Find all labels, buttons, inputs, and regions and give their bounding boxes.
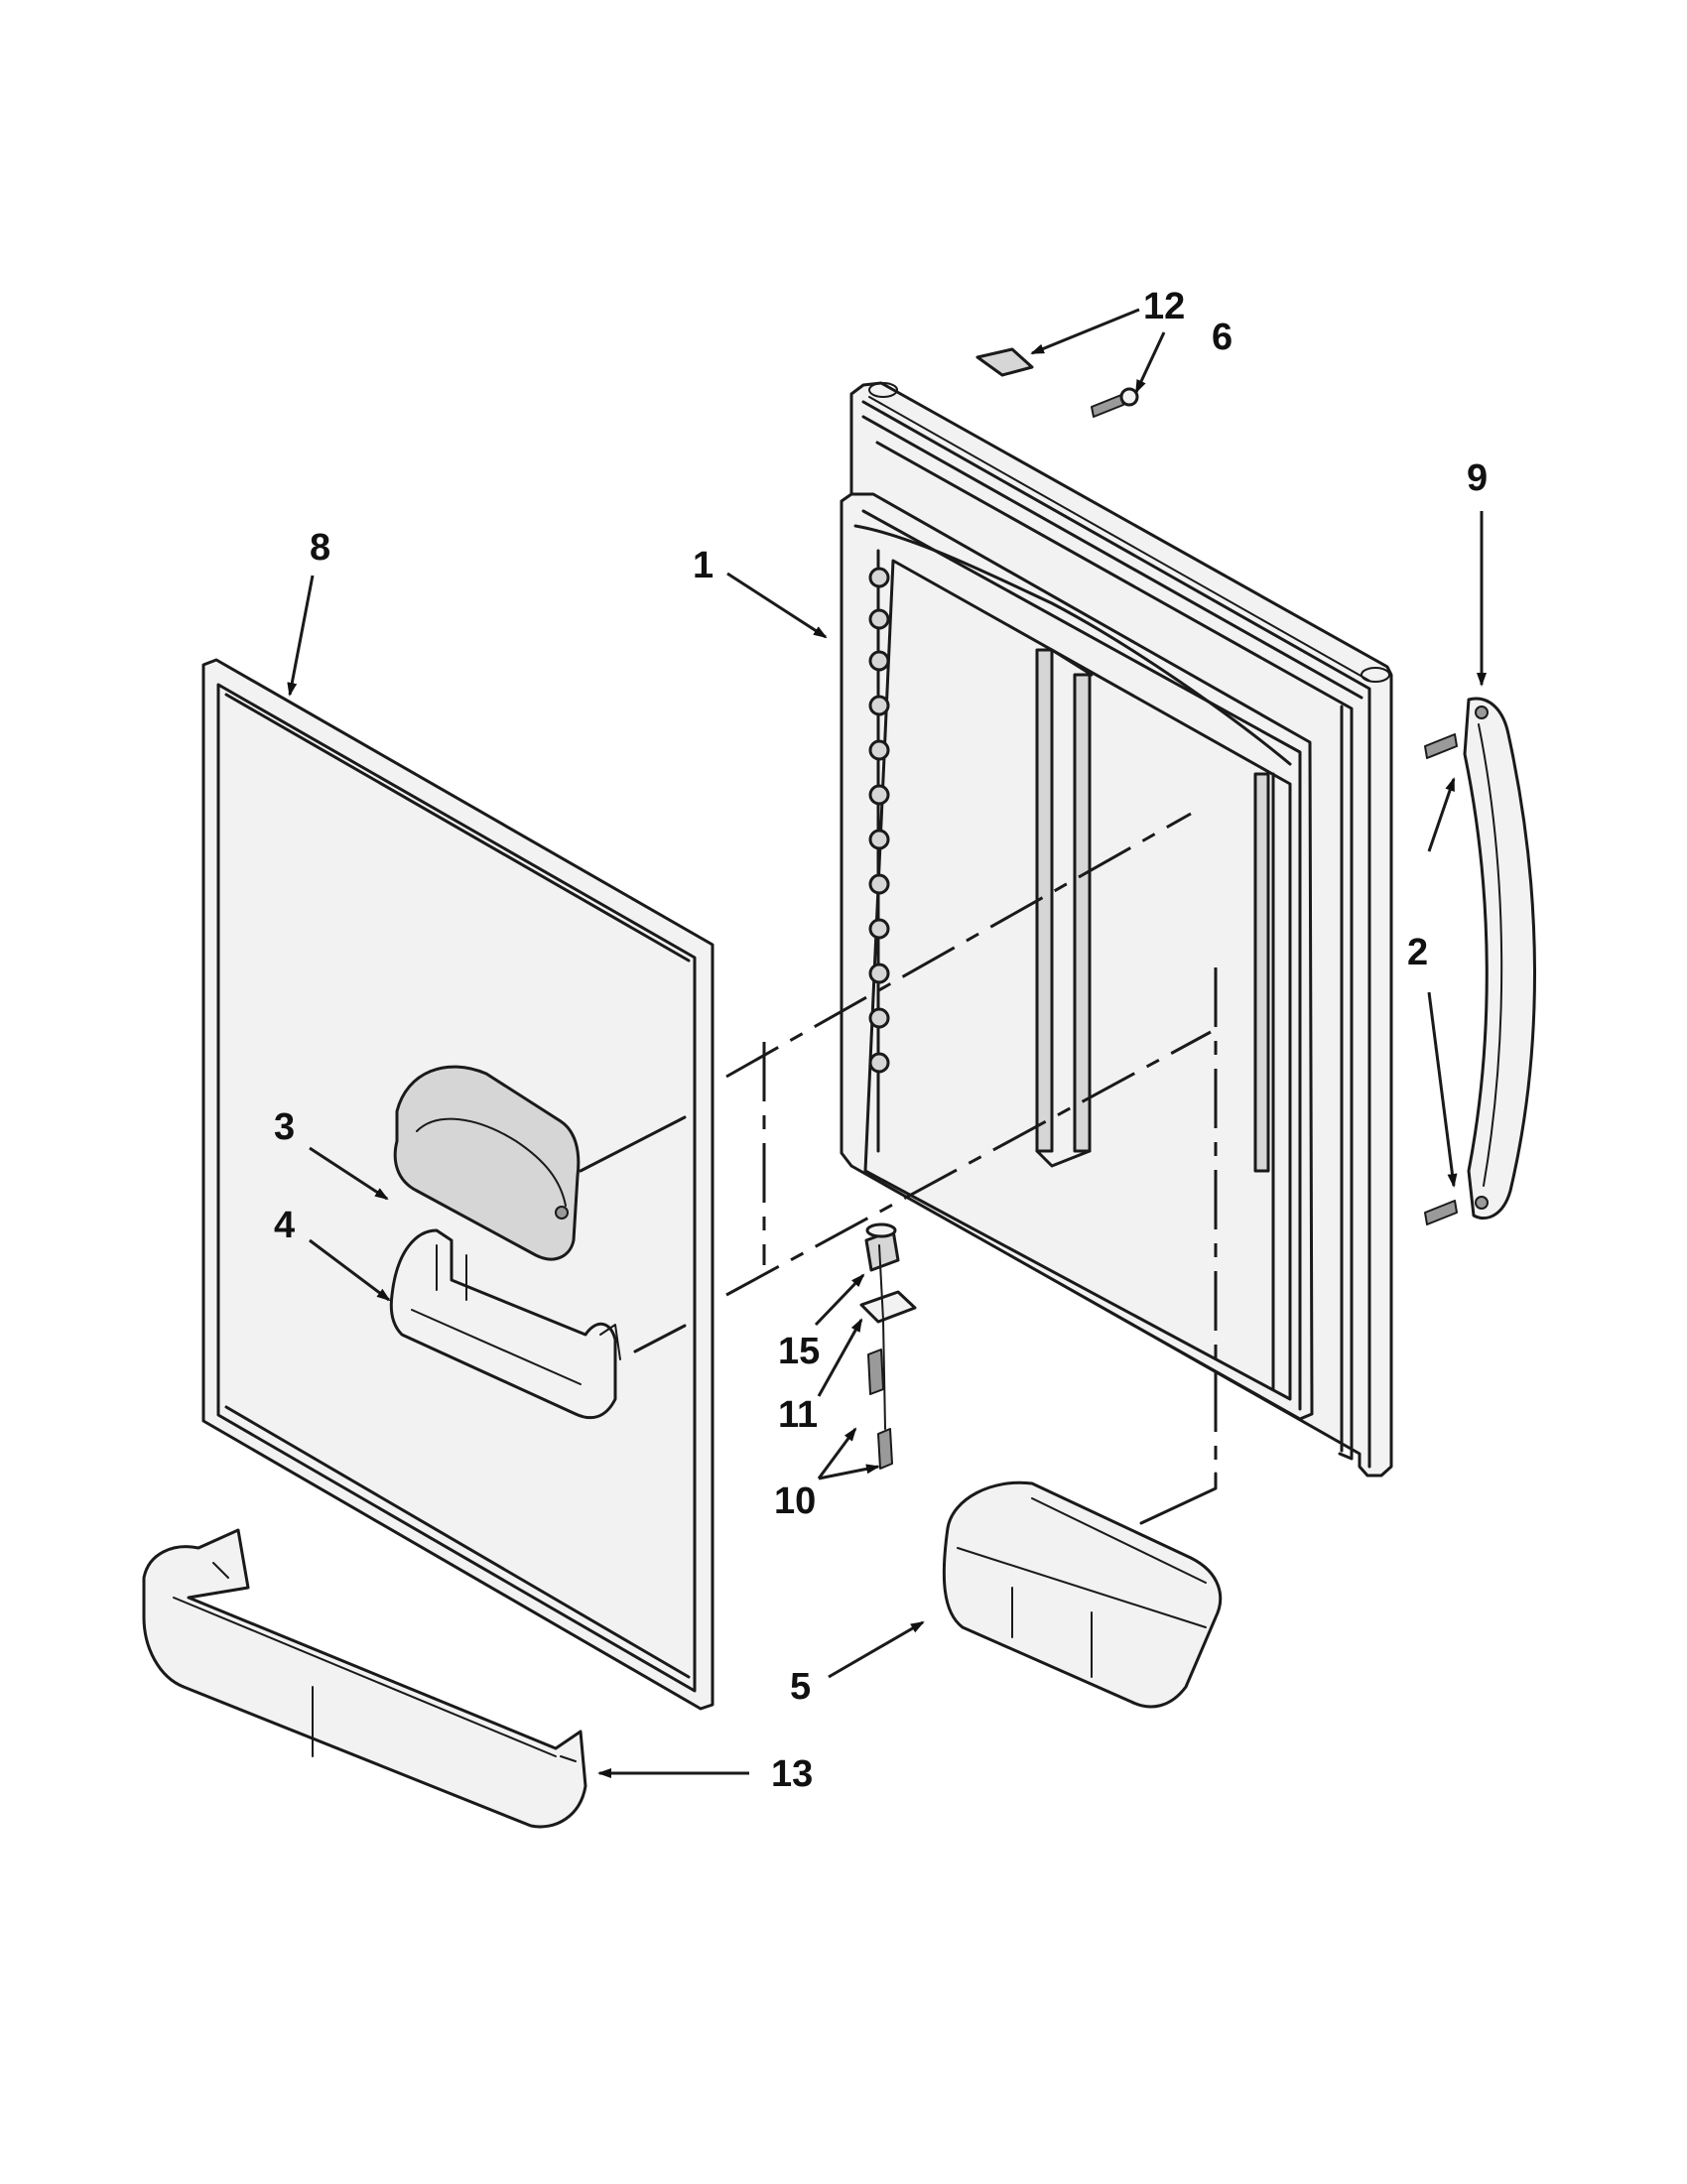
hardware-screws: [859, 347, 1458, 1470]
callout-11: 11: [778, 1394, 818, 1436]
drip-tray-part: [389, 1228, 621, 1420]
callout-4: 4: [274, 1205, 295, 1246]
dispenser-cover-part: [393, 1065, 581, 1261]
callout-6: 6: [1212, 317, 1233, 358]
callout-3: 3: [274, 1106, 295, 1148]
callout-15: 15: [778, 1331, 820, 1372]
callout-8: 8: [310, 527, 330, 569]
callout-5: 5: [790, 1666, 811, 1708]
door-frame-part: [840, 381, 1393, 1477]
door-handle-part: [1463, 697, 1536, 1220]
callout-10: 10: [774, 1480, 816, 1522]
callout-2: 2: [1407, 932, 1428, 973]
callout-13: 13: [771, 1753, 813, 1795]
callout-leaders: [287, 308, 1487, 1778]
bottom-bin-part: [142, 1528, 587, 1829]
callout-9: 9: [1467, 457, 1488, 499]
callout-1: 1: [693, 545, 714, 586]
callout-labels: 1 2 3 4 5 6 8 9 10 11 12 13 15: [274, 286, 1488, 1795]
alignment-lines: [579, 812, 1218, 1525]
door-bin-part: [942, 1480, 1223, 1709]
callout-12: 12: [1143, 286, 1185, 327]
shelf-bumps: [868, 567, 890, 1074]
